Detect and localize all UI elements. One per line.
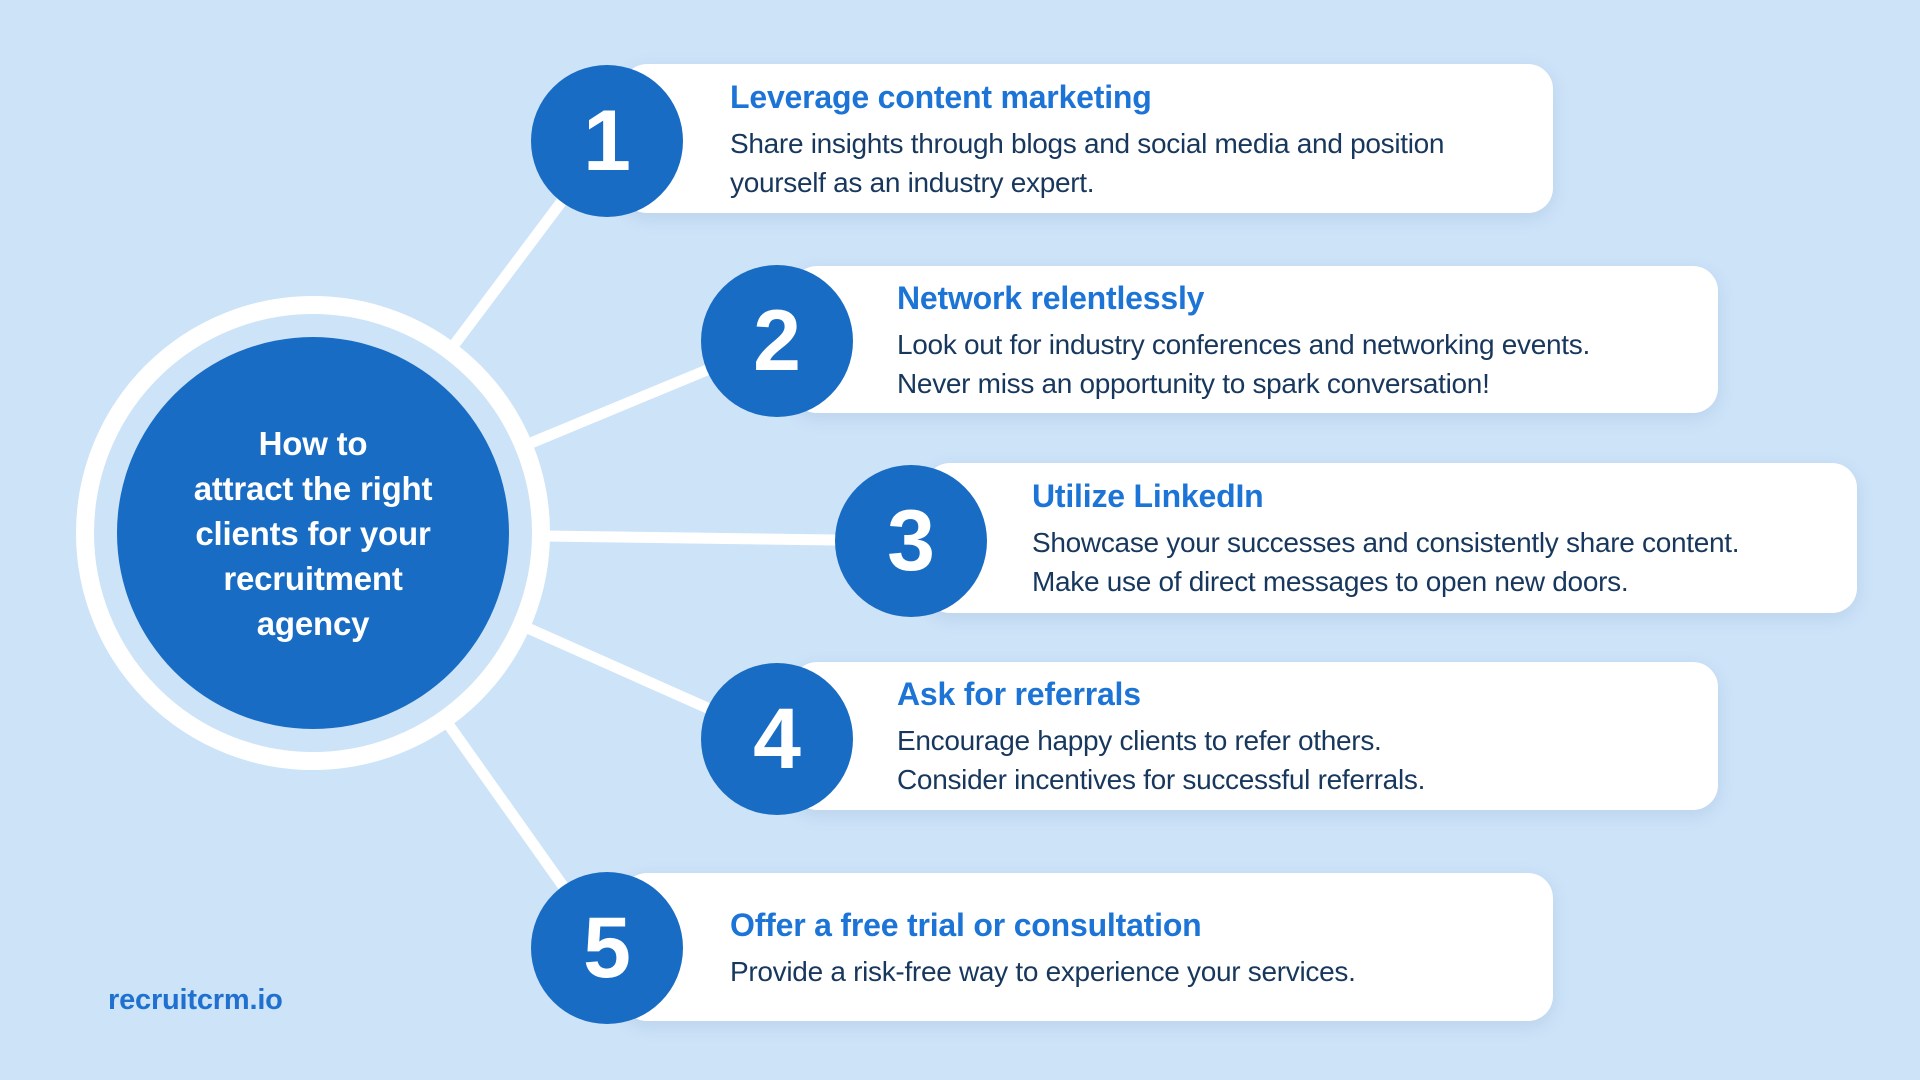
hub-title-line: How to <box>258 424 368 462</box>
step-1-body-line: yourself as an industry expert. <box>730 166 1095 198</box>
step-5-number-badge: 5 <box>531 872 683 1024</box>
hub-circle: How to attract the right clients for you… <box>117 337 509 729</box>
step-1-number: 1 <box>583 92 631 189</box>
step-5-number: 5 <box>583 899 631 996</box>
step-3-body-line: Make use of direct messages to open new … <box>1032 566 1629 597</box>
step-2-body-line: Look out for industry conferences and ne… <box>897 328 1590 360</box>
hub-title-line: clients for your <box>195 514 431 552</box>
step-4-body-line: Encourage happy clients to refer others. <box>897 725 1382 756</box>
step-3-card: Utilize LinkedIn Showcase your successes… <box>925 463 1857 613</box>
step-4-body-line: Consider incentives for successful refer… <box>897 764 1426 795</box>
step-4-title: Ask for referrals <box>897 676 1141 712</box>
hub-title-line: agency <box>256 604 370 642</box>
step-3-number: 3 <box>887 492 935 589</box>
step-2-number-badge: 2 <box>701 265 853 417</box>
step-1-number-badge: 1 <box>531 65 683 217</box>
step-2-body-line: Never miss an opportunity to spark conve… <box>897 367 1490 399</box>
step-4-number: 4 <box>753 690 801 787</box>
step-3-number-badge: 3 <box>835 465 987 617</box>
step-3-body-line: Showcase your successes and consistently… <box>1032 527 1740 558</box>
hub-title-line: recruitment <box>223 559 403 597</box>
step-5-body-line: Provide a risk-free way to experience yo… <box>730 955 1356 987</box>
step-4-card: Ask for referrals Encourage happy client… <box>792 662 1718 810</box>
hub-title: How to attract the right clients for you… <box>194 421 433 646</box>
step-5-title: Offer a free trial or consultation <box>730 906 1202 943</box>
step-2-card: Network relentlessly Look out for indust… <box>792 266 1718 413</box>
step-1-body-line: Share insights through blogs and social … <box>730 127 1445 159</box>
step-2-title: Network relentlessly <box>897 279 1205 316</box>
hub-title-line: attract the right <box>193 469 433 507</box>
step-3-title: Utilize LinkedIn <box>1032 478 1264 514</box>
step-1-card: Leverage content marketing Share insight… <box>622 64 1553 213</box>
step-1-title: Leverage content marketing <box>730 78 1152 115</box>
step-5-card: Offer a free trial or consultation Provi… <box>622 873 1553 1021</box>
step-4-number-badge: 4 <box>701 663 853 815</box>
step-2-number: 2 <box>753 292 801 389</box>
brand-logo: recruitcrm.io <box>108 984 283 1016</box>
